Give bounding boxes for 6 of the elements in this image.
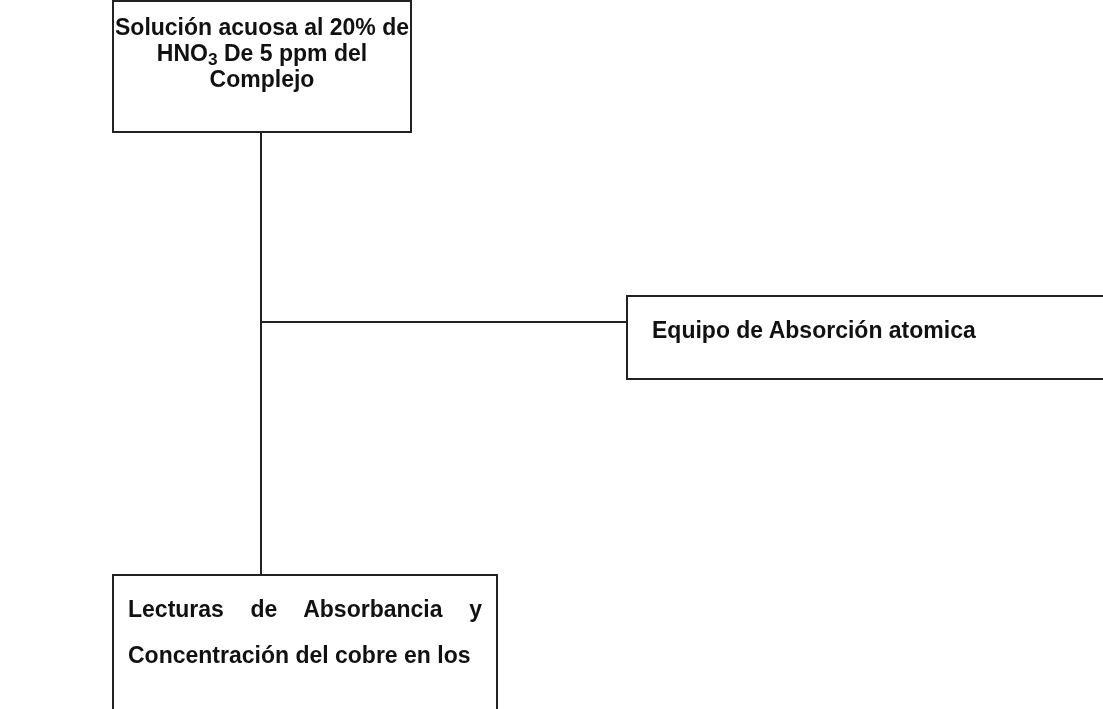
box-text: Lecturas de Absorbancia y Concentración del cobre en los [128,595,482,670]
box-text: Solución acuosa al 20% de HNO$_{3}$ De 5 ppm del Complejo [114,14,410,92]
box-text: Equipo de Absorción atomica [652,316,977,345]
process-box [112,0,412,133]
process-box [626,295,1103,380]
process-box [112,574,498,709]
